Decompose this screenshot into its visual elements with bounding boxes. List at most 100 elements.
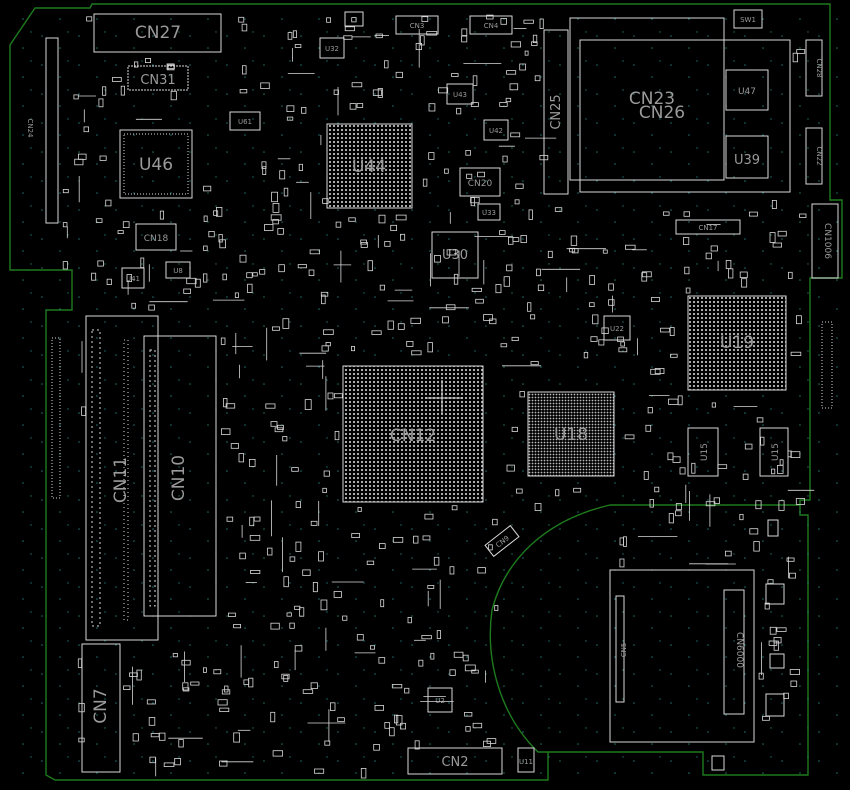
passive-component bbox=[219, 760, 228, 767]
passive-component bbox=[62, 188, 69, 194]
connector-cn20: CN20 bbox=[459, 167, 501, 197]
passive-component bbox=[776, 627, 787, 632]
chip-u2: U2 bbox=[427, 687, 453, 713]
passive-component bbox=[105, 199, 112, 207]
label-u39: U39 bbox=[734, 153, 760, 168]
passive-component bbox=[148, 304, 155, 311]
passive-component bbox=[271, 191, 279, 203]
passive-component bbox=[348, 217, 356, 222]
passive-component bbox=[771, 468, 776, 475]
passive-component bbox=[461, 35, 468, 43]
passive-component bbox=[379, 284, 386, 291]
passive-component bbox=[608, 299, 615, 306]
label-u43: U43 bbox=[453, 91, 467, 99]
passive-component bbox=[312, 582, 318, 593]
passive-component bbox=[677, 395, 683, 406]
passive-component bbox=[289, 556, 296, 562]
passive-component bbox=[203, 245, 208, 251]
passive-component bbox=[295, 501, 302, 509]
passive-component bbox=[248, 677, 254, 688]
passive-component bbox=[123, 685, 131, 691]
connector-cn7: CN7 bbox=[81, 643, 121, 773]
passive-component bbox=[99, 155, 107, 161]
passive-component bbox=[528, 209, 533, 220]
chip-u15-left: U15 bbox=[687, 427, 719, 477]
passive-component bbox=[367, 260, 373, 272]
passive-component bbox=[219, 239, 227, 249]
passive-component bbox=[351, 17, 357, 23]
passive-component bbox=[779, 459, 784, 466]
label-sw1: SW1 bbox=[740, 16, 756, 24]
passive-component bbox=[286, 105, 295, 113]
passive-component bbox=[404, 687, 410, 694]
passive-component bbox=[270, 622, 280, 630]
passive-component bbox=[274, 661, 279, 668]
passive-component bbox=[488, 544, 493, 551]
passive-component bbox=[789, 669, 801, 675]
passive-component bbox=[772, 242, 782, 248]
passive-component bbox=[590, 336, 598, 342]
passive-component bbox=[395, 715, 403, 726]
passive-component bbox=[351, 533, 361, 538]
passive-component bbox=[167, 65, 175, 71]
silkscreen-lines bbox=[66, 28, 815, 777]
passive-component bbox=[126, 274, 132, 282]
passive-component bbox=[342, 615, 348, 621]
passive-component bbox=[691, 462, 696, 474]
passive-component bbox=[753, 541, 760, 552]
passive-component bbox=[601, 327, 609, 334]
label-u11: U11 bbox=[519, 758, 533, 766]
label-cn11: CN11 bbox=[111, 457, 131, 503]
passive-component bbox=[486, 14, 494, 20]
passive-component bbox=[366, 560, 375, 565]
passive-component bbox=[297, 264, 307, 269]
passive-component bbox=[301, 107, 307, 114]
passive-component bbox=[227, 612, 236, 617]
passive-component bbox=[539, 154, 549, 161]
passive-component bbox=[428, 152, 435, 160]
passive-component bbox=[217, 699, 228, 706]
passive-component bbox=[477, 171, 486, 178]
passive-component bbox=[283, 576, 289, 588]
passive-component bbox=[373, 744, 380, 751]
label-cn28: CN28 bbox=[815, 58, 823, 77]
passive-component bbox=[250, 570, 261, 574]
passive-component bbox=[349, 103, 357, 110]
passive-component bbox=[503, 276, 510, 287]
label-cn20: CN20 bbox=[468, 179, 493, 189]
passive-component bbox=[444, 168, 449, 174]
passive-component bbox=[483, 314, 493, 321]
switch-sw1: SW1 bbox=[733, 9, 763, 29]
label-u61: U61 bbox=[238, 118, 252, 126]
passive-component bbox=[371, 330, 382, 335]
label-cn12: CN12 bbox=[390, 426, 436, 446]
passive-component bbox=[685, 287, 691, 294]
chip-u30: U30 bbox=[431, 231, 479, 279]
passive-component bbox=[683, 211, 690, 217]
passive-component bbox=[343, 35, 353, 40]
label-u42: U42 bbox=[489, 127, 503, 135]
passive-component bbox=[427, 585, 435, 589]
passive-component bbox=[335, 221, 342, 228]
connector-cn4: CN4 bbox=[469, 15, 513, 35]
passive-component bbox=[783, 692, 789, 700]
passive-component bbox=[333, 89, 339, 95]
passive-component bbox=[308, 269, 315, 276]
label-cn7: CN7 bbox=[91, 688, 111, 723]
chip-u61: U61 bbox=[229, 111, 261, 131]
passive-component bbox=[233, 624, 242, 629]
passive-component bbox=[434, 254, 441, 263]
passive-component bbox=[384, 241, 391, 247]
passive-component bbox=[62, 261, 68, 270]
passive-component bbox=[400, 722, 406, 730]
connector-cn3: CN3 bbox=[395, 15, 439, 35]
passive-component bbox=[683, 237, 690, 245]
passive-component bbox=[796, 315, 802, 325]
passive-component bbox=[148, 717, 156, 726]
connector-cn6000-module: CN5 CN6000 bbox=[609, 569, 755, 743]
passive-component bbox=[395, 214, 407, 221]
label-u8: U8 bbox=[173, 267, 183, 275]
passive-component bbox=[424, 513, 434, 520]
connector-cn23-cn26: CN23 CN26 bbox=[569, 17, 791, 193]
passive-component bbox=[717, 464, 728, 469]
